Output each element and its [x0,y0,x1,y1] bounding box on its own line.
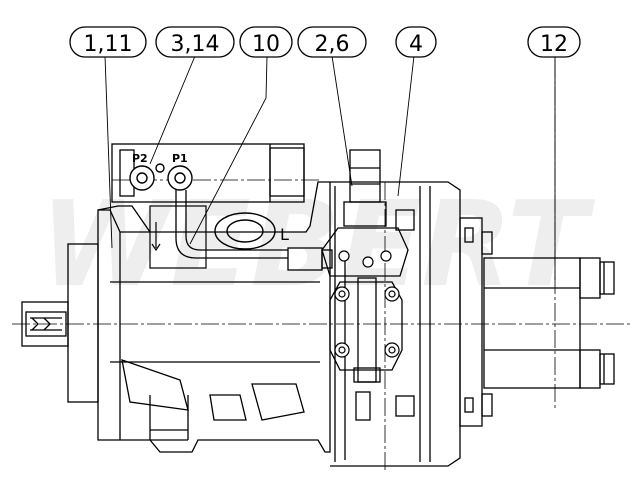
callout-12: 12 [527,26,581,58]
port-block [111,143,305,203]
leader-lines [104,55,556,280]
valve-bolts [334,250,400,358]
callout-1-11-label: 1,11 [84,32,133,57]
port-label-l: L [280,225,289,244]
port-l-fitting [214,212,276,250]
callout-10-label: 10 [252,32,280,57]
callout-10: 10 [239,26,293,58]
auxiliary-pump [483,257,581,389]
callout-12-label: 12 [540,32,568,57]
callout-2-6-label: 2,6 [315,32,350,57]
callout-1-11: 1,11 [69,26,147,58]
port-label-p2: P2 [132,152,148,165]
control-valve [321,149,409,383]
callout-3-14: 3,14 [155,26,235,58]
adapter-flange [459,217,483,427]
port-label-p1: P1 [172,152,188,165]
callout-4-label: 4 [409,32,423,57]
front-housing [97,181,331,453]
callout-balloons: 1,11 3,14 10 2,6 4 12 [69,26,581,58]
gauge-pipe [175,190,333,271]
callout-2-6: 2,6 [297,26,367,58]
port-fittings [129,163,193,191]
bracket [149,205,207,269]
callout-4: 4 [395,26,437,58]
watermark-text: WEBERT [40,175,596,313]
callout-3-14-label: 3,14 [171,32,220,57]
